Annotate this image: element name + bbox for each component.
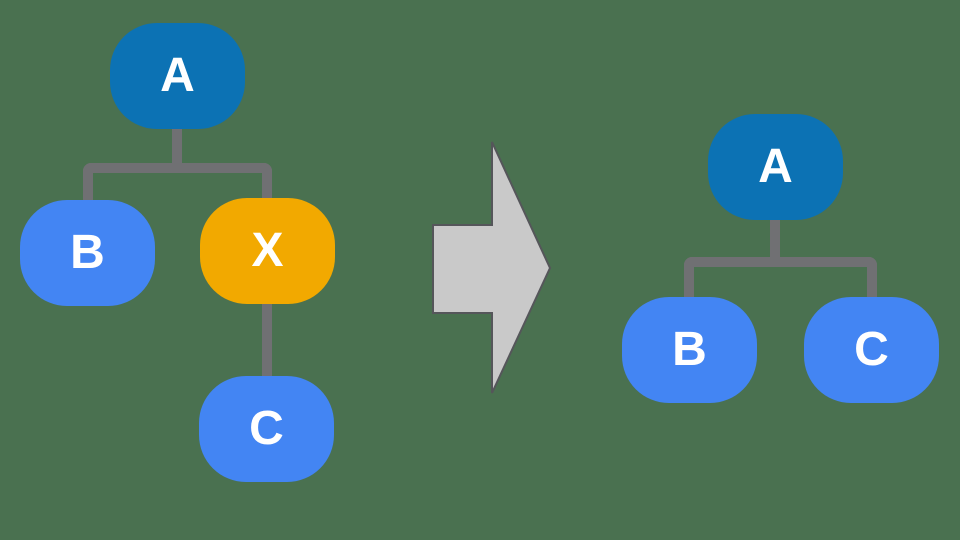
edge-a-children-bracket-before xyxy=(83,163,272,201)
node-c-before-label: C xyxy=(249,402,284,455)
edge-x-c xyxy=(262,298,272,382)
edge-a-stem-before xyxy=(172,125,182,170)
node-x-before-label: X xyxy=(251,224,284,277)
node-a-after: A xyxy=(708,114,843,220)
node-c-after-label: C xyxy=(854,323,889,376)
transform-arrow-icon xyxy=(432,141,552,394)
node-c-before: C xyxy=(199,376,334,482)
right-arrow-shape xyxy=(432,141,552,394)
node-x-before: X xyxy=(200,198,335,304)
node-b-after: B xyxy=(622,297,757,403)
node-a-before-label: A xyxy=(160,49,195,102)
node-b-after-label: B xyxy=(672,323,707,376)
edge-a-stem-after xyxy=(770,216,780,262)
node-a-after-label: A xyxy=(758,140,793,193)
edge-a-children-bracket-after xyxy=(684,257,877,298)
node-a-before: A xyxy=(110,23,245,129)
node-b-before: B xyxy=(20,200,155,306)
node-b-before-label: B xyxy=(70,226,105,279)
node-c-after: C xyxy=(804,297,939,403)
